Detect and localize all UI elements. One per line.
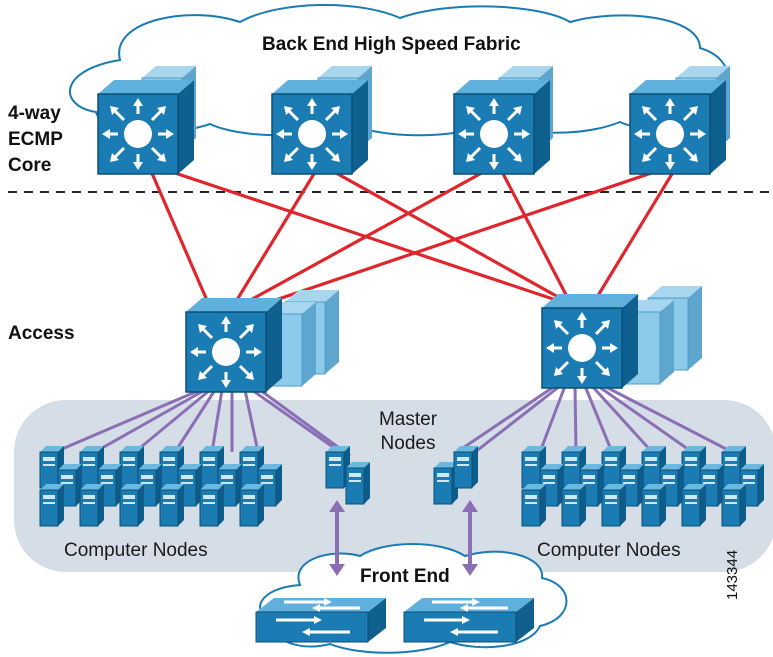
frontend-switch-left[interactable] [254,596,388,644]
front-end-label: Front End [360,566,450,587]
core-switch-3[interactable] [454,80,550,174]
access-left-downlinks [54,388,351,458]
core-switch-4[interactable] [630,80,726,174]
core-access-links [146,162,680,314]
fabric-label: Back End High Speed Fabric [262,34,521,55]
cluster-background [14,400,773,572]
core-switch-2[interactable] [272,80,368,174]
core-label: 4-way ECMP Core [8,103,63,176]
access-switch-left[interactable] [186,298,282,392]
figure-id: 143344 [724,549,741,600]
computer-nodes-left-label: Computer Nodes [64,540,208,561]
access-right-downlinks [459,384,733,458]
computer-nodes-right-label: Computer Nodes [537,540,681,561]
frontend-switch-right[interactable] [402,596,536,644]
access-label: Access [8,323,75,344]
master-nodes-label: Master Nodes [378,409,438,454]
core-switch-1[interactable] [98,80,194,174]
access-switch-right[interactable] [542,294,638,388]
